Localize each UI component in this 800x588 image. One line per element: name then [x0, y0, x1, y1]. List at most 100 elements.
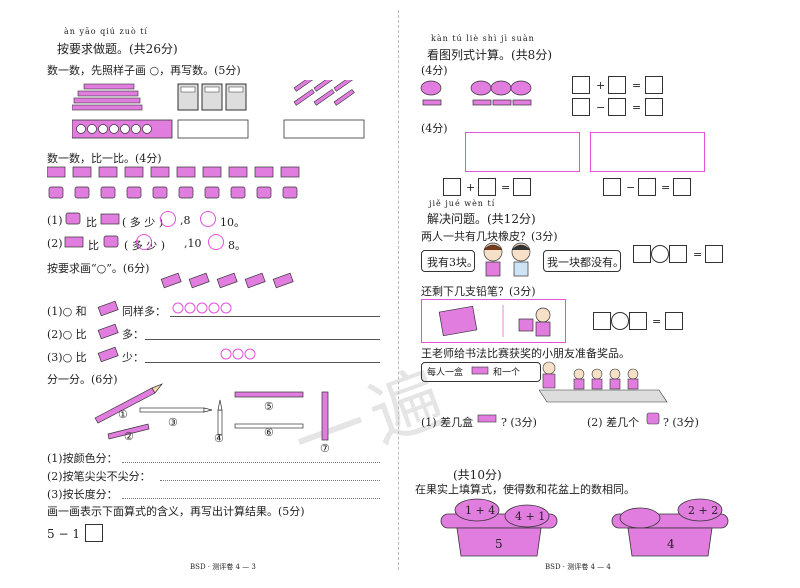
q2a-end: ,8 — [180, 214, 191, 227]
p1-box-2[interactable] — [608, 76, 626, 94]
q2b-compare-circle[interactable] — [208, 234, 224, 250]
right-page: kàn tú liè shì jì suàn 看图列式计算。(共8分) (4分)… — [405, 0, 800, 588]
q4a-answer-line[interactable] — [122, 462, 380, 463]
equals-sign: = — [501, 181, 511, 194]
r3a-end: ? (3分) — [501, 416, 537, 429]
q3c-text: (3)○ 比 — [47, 351, 87, 364]
section1-title: 按要求做题。(共26分) — [57, 42, 178, 56]
section1-pinyin: àn yāo qiú zuò tí — [64, 27, 148, 36]
q4c-answer-line[interactable] — [122, 498, 380, 499]
plus-sign: + — [596, 79, 606, 92]
p2-score: (4分) — [421, 122, 448, 135]
q4-pencils-figure — [94, 383, 329, 441]
right-footer: BSD · 测评卷 4 — 4 — [545, 563, 611, 571]
r1-box-3[interactable] — [705, 245, 723, 263]
q3a-answer-line[interactable] — [170, 316, 380, 317]
ruler-stack-icon — [72, 83, 143, 111]
q3c-answer-line[interactable] — [145, 362, 380, 363]
r2-scene — [421, 299, 566, 343]
p1-box-1[interactable] — [572, 76, 590, 94]
q1-pictures — [72, 80, 365, 139]
q3b-end: 多： — [122, 328, 144, 341]
q3b-text: (2)○ 比 — [47, 328, 87, 341]
pencil-case-icon — [97, 300, 119, 316]
r2-box-2[interactable] — [629, 312, 647, 330]
r2-box-3[interactable] — [665, 312, 683, 330]
q2-text: 数一数，比一比。(4分) — [47, 152, 162, 165]
q2b-end: ,10 — [184, 237, 202, 250]
equals-sign: = — [693, 248, 703, 261]
q4a-text: (1)按颜色分： — [47, 452, 118, 465]
q2a-num: 10。 — [220, 216, 245, 229]
label-6: ⑥ — [264, 426, 274, 439]
sharpener-icon — [65, 212, 81, 225]
equals-sign: = — [661, 181, 671, 194]
r2-box-1[interactable] — [593, 312, 611, 330]
p2-box-6[interactable] — [673, 178, 691, 196]
plus-sign: + — [466, 181, 476, 194]
p1-box-5[interactable] — [608, 98, 626, 116]
p2-box-2[interactable] — [478, 178, 496, 196]
p1-box-4[interactable] — [572, 98, 590, 116]
section3-title: 解决问题。(共12分) — [427, 212, 536, 226]
r3b-end: ? (3分) — [663, 416, 699, 429]
r1-box-2[interactable] — [669, 245, 687, 263]
bubble-2-text: 我一块都没有。 — [547, 256, 624, 269]
r1-text: 两人一共有几块橡皮？(3分) — [421, 230, 558, 243]
section2-title: 看图列式计算。(共8分) — [427, 48, 552, 62]
q3-text: 按要求画“○”。(6分) — [47, 262, 150, 275]
q5-text: 画一画表示下面算式的含义，再写出计算结果。(5分) — [47, 505, 305, 518]
r3a-text: (1) 差几盒 — [421, 416, 474, 429]
q3a-circles — [172, 302, 232, 314]
desk-lamps-icon — [420, 80, 532, 106]
q3a-text: (1)○ 和 — [47, 305, 87, 318]
q2a-compare-circle[interactable] — [200, 211, 216, 227]
sharpener-icon — [103, 235, 119, 248]
r1-operator-circle[interactable] — [651, 245, 669, 263]
label-2: ② — [124, 430, 134, 443]
r3-note-a: 每人一盒 — [427, 368, 464, 378]
q3c-end: 少： — [122, 351, 144, 364]
pencil-case-icon — [97, 346, 119, 362]
q2a-choice-circle[interactable] — [160, 211, 176, 227]
p2-box-5[interactable] — [638, 178, 656, 196]
pencil-case-icon — [97, 323, 119, 339]
label-3: ③ — [168, 416, 178, 429]
speech-bubble-1 — [421, 250, 475, 272]
p1-box-3[interactable] — [645, 76, 663, 94]
sharpener-icon — [646, 412, 660, 425]
q5-answer-box[interactable] — [85, 524, 103, 542]
section3-pinyin: jiě jué wèn tí — [429, 199, 496, 208]
eraser-icon — [64, 236, 84, 248]
speech-bubble-2 — [543, 250, 621, 272]
fruit-1a[interactable]: 1 + 4 — [465, 504, 496, 517]
q4b-answer-line[interactable] — [160, 480, 380, 481]
q2b-choice-circle[interactable] — [136, 234, 152, 250]
pencils-icon — [293, 80, 355, 106]
p2-box-1[interactable] — [443, 178, 461, 196]
q2a-number: (1) — [47, 214, 63, 227]
bubble-1-text: 我有3块。 — [427, 256, 478, 269]
pencil-box-icon — [438, 305, 551, 337]
s4-question: 在果实上填算式，使得数和花盆上的数相同。 — [415, 483, 635, 496]
q2a-options[interactable]: ( 多 少 ) — [122, 216, 164, 229]
q2-pictures — [47, 166, 300, 199]
calculators-icon — [177, 83, 247, 111]
r2-operator-circle[interactable] — [611, 312, 629, 330]
fruit-1b[interactable]: 4 + 1 — [515, 510, 546, 523]
p2-box-4[interactable] — [603, 178, 621, 196]
p1-box-6[interactable] — [645, 98, 663, 116]
r1-box-1[interactable] — [633, 245, 651, 263]
r3b-text: (2) 差几个 — [587, 416, 640, 429]
q3a-end: 同样多： — [122, 305, 166, 318]
p2-box-3[interactable] — [513, 178, 531, 196]
fruit-2a[interactable]: 2 + 2 — [688, 504, 719, 517]
pencil-case-row — [160, 272, 294, 289]
box-icon — [477, 414, 497, 423]
p2-scene-2 — [590, 132, 705, 172]
q3b-answer-line[interactable] — [145, 339, 380, 340]
pot-1-number: 5 — [495, 537, 503, 551]
q2a-compare: 比 — [86, 216, 97, 229]
label-5: ⑤ — [264, 400, 274, 413]
minus-sign: − — [626, 181, 636, 194]
